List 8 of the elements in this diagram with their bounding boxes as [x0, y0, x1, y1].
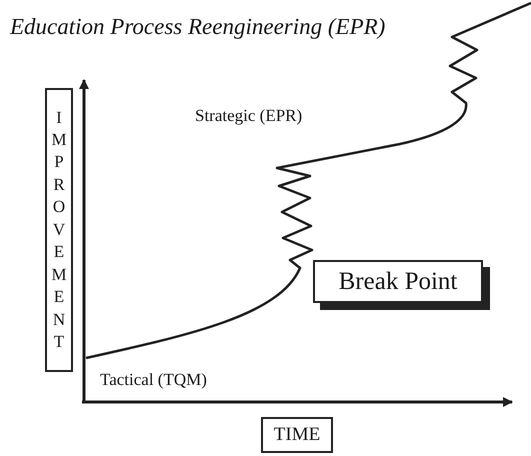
node-label: Break Point: [338, 268, 458, 296]
diagram-title: Education Process Reengineering (EPR): [10, 14, 386, 40]
curve-label: Tactical (TQM): [100, 370, 207, 390]
node-label: TIME: [274, 424, 320, 446]
curve-label: Strategic (EPR): [195, 106, 302, 126]
axis-label-box: [45, 88, 73, 372]
node-label: IMPROVEMENT: [50, 106, 68, 353]
axis-label-box: [261, 417, 333, 453]
